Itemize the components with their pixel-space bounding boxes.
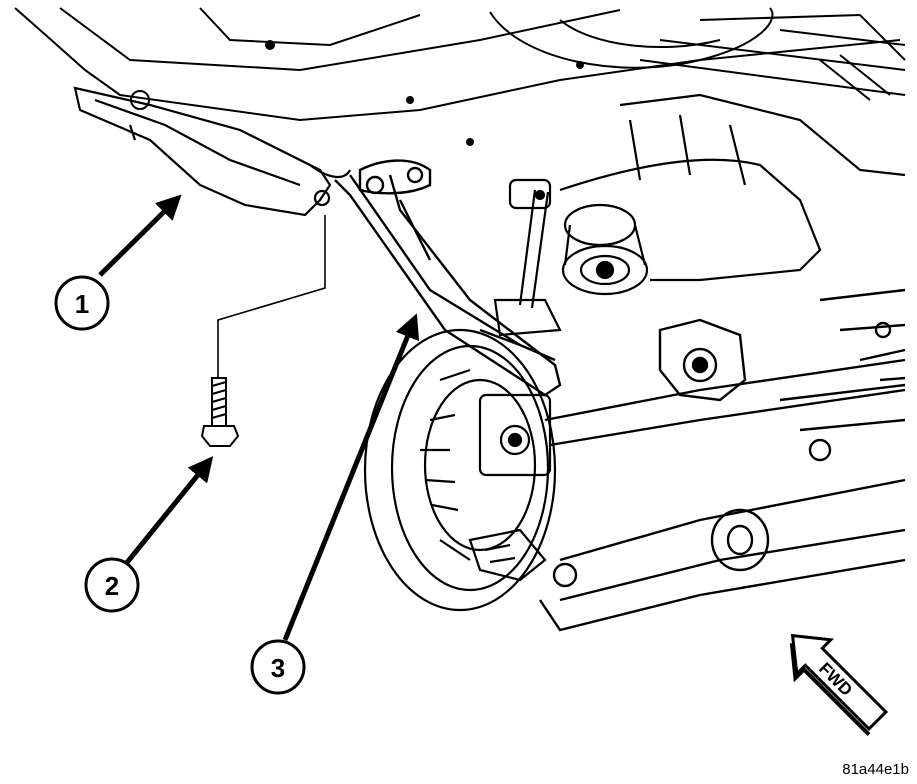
callout-arrow-1	[98, 194, 182, 277]
forward-direction-arrow: FWD	[789, 633, 889, 736]
wheel-hub-assembly	[363, 328, 557, 612]
strut-mount	[559, 93, 906, 296]
callout-arrows	[98, 194, 420, 641]
callout-3: 3	[250, 639, 306, 695]
bolt	[200, 215, 326, 447]
figure-id: 81a44e1b	[842, 761, 909, 778]
callout-1-number: 1	[75, 289, 89, 319]
underbody-floor-pan	[14, 7, 906, 146]
control-links	[334, 159, 562, 397]
callout-1: 1	[54, 275, 110, 331]
callout-3-number: 3	[271, 653, 285, 683]
splash-shield	[73, 86, 351, 217]
callout-2: 2	[84, 557, 140, 613]
callout-2-number: 2	[105, 571, 119, 601]
rear-crossmember	[539, 288, 906, 632]
callout-arrow-3	[282, 313, 420, 641]
callout-arrow-2	[123, 456, 214, 567]
stabilizer-link	[493, 178, 562, 337]
